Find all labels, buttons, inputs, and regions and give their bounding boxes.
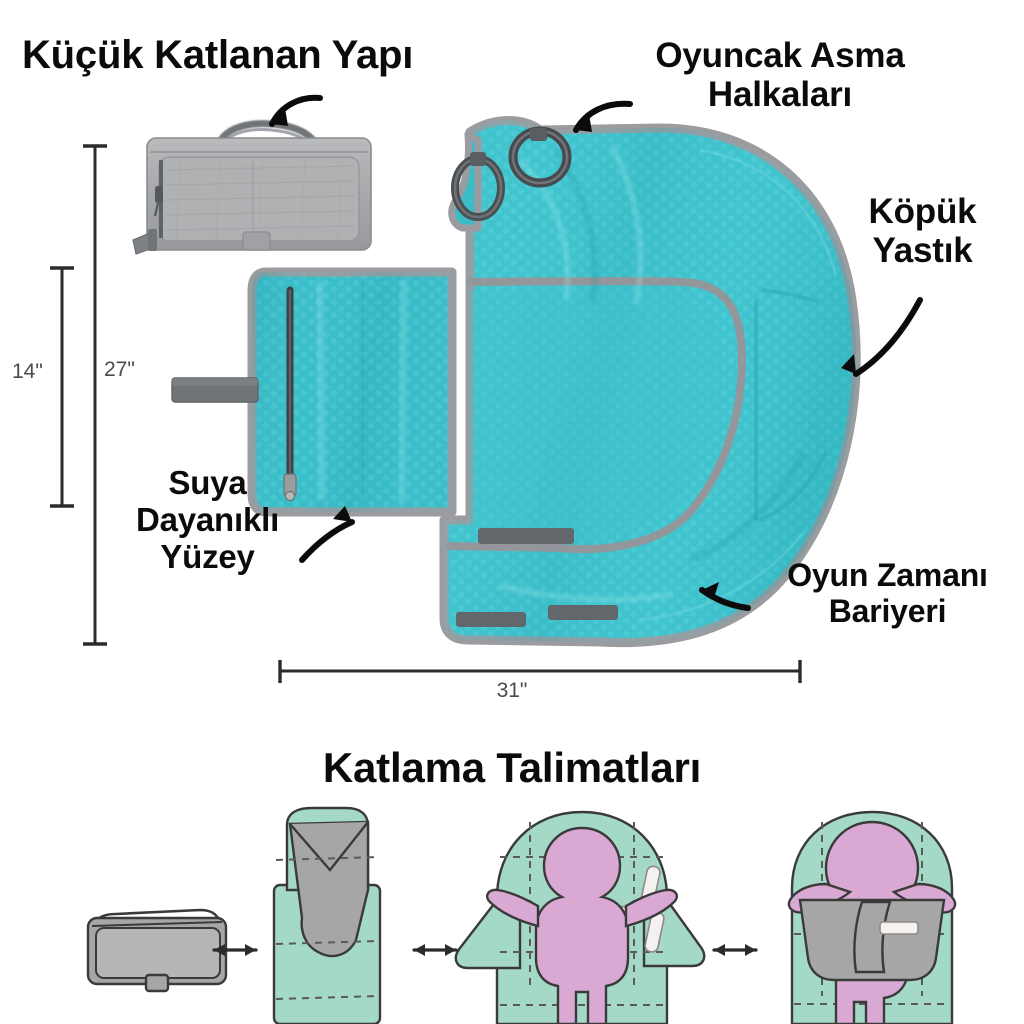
callout-play-barrier: Oyun Zamanı Bariyeri (787, 557, 988, 629)
side-strap (171, 377, 259, 403)
fold-instructions-title: Katlama Talimatları (322, 744, 702, 791)
callout-toy-rings: Oyuncak Asma Halkaları (655, 36, 905, 115)
velcro-strip-top (478, 528, 574, 544)
page-title: Küçük Katlanan Yapı (22, 33, 414, 77)
velcro-strip-left (456, 612, 526, 627)
fold-arrow-2 (412, 944, 458, 956)
arrow-toy-rings (573, 100, 633, 133)
dimension-label-14in: 14" (12, 360, 43, 383)
fold-step-3-open-mat-with-baby (454, 810, 706, 1024)
fold-arrow-3 (712, 944, 758, 956)
velcro-strip-right (548, 605, 618, 620)
dimension-label-27in: 27" (104, 358, 135, 381)
velcro-strips (456, 528, 618, 627)
fold-arrow-1 (212, 944, 258, 956)
folded-pouch-photo (132, 120, 372, 255)
fold-step-2-partially-folded (272, 806, 382, 1024)
arrow-compact-fold (269, 94, 323, 127)
toy-ring-right (508, 126, 572, 188)
toy-ring-left (451, 152, 505, 221)
pouch-zipper (153, 160, 163, 238)
arrow-play-barrier (699, 587, 751, 611)
callout-foam-pad: Köpük Yastık (868, 192, 977, 271)
callout-water-resistant: Suya Dayanıklı Yüzey (135, 464, 280, 575)
fold-step-4-wrapped-baby (787, 810, 957, 1024)
fold-step-1-closed-pouch (86, 908, 228, 993)
dimension-14in (50, 266, 74, 508)
pouch-strap (132, 229, 157, 255)
dimension-label-31in: 31" (496, 679, 528, 702)
arrow-foam-pad (853, 297, 923, 377)
